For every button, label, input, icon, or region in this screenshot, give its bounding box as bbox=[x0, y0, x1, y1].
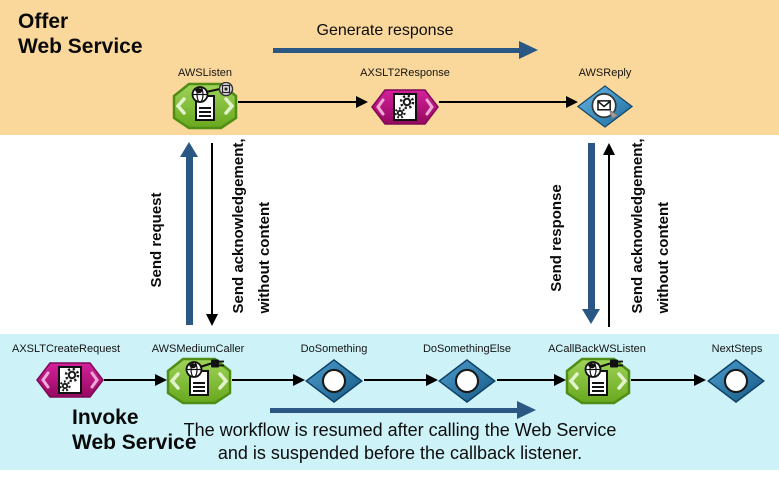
xslt-transform-icon bbox=[36, 360, 104, 400]
node-label-dosomethingelse: DoSomethingElse bbox=[422, 343, 512, 355]
connector-arrowhead bbox=[554, 374, 566, 386]
resume-flow-arrowhead bbox=[517, 401, 536, 419]
connector-line bbox=[104, 379, 155, 381]
ack-right-arrowhead bbox=[603, 143, 615, 155]
node-label-awslisten: AWSListen bbox=[177, 67, 232, 79]
node-label-awsreply: AWSReply bbox=[578, 67, 632, 79]
node-label-axsltcreaterequest: AXSLTCreateRequest bbox=[11, 343, 121, 355]
callback-listener-icon bbox=[565, 357, 631, 405]
ack-left-arrow bbox=[211, 143, 213, 315]
connector-line bbox=[364, 379, 426, 381]
step-activity-icon bbox=[437, 358, 497, 404]
send-request-label: Send request bbox=[148, 192, 165, 288]
generate-response-arrow bbox=[273, 48, 520, 53]
node-label-acallbackwslisten: ACallBackWSListen bbox=[548, 343, 646, 355]
ack-left-line2: without content bbox=[256, 201, 273, 314]
ack-left-label: Send acknowledgement, without content bbox=[226, 138, 278, 313]
send-response-arrow bbox=[588, 143, 595, 310]
connector-arrowhead bbox=[155, 374, 167, 386]
offer-title-line1: Offer bbox=[18, 10, 69, 33]
ack-right-line1: Send acknowledgement, bbox=[629, 138, 646, 314]
ack-left-line1: Send acknowledgement, bbox=[230, 138, 247, 314]
offer-lane-title: Offer Web Service bbox=[18, 9, 143, 59]
ack-right-label: Send acknowledgement, without content bbox=[625, 138, 677, 313]
connector-arrowhead bbox=[694, 374, 706, 386]
web-service-listener-icon bbox=[172, 82, 238, 130]
connector-arrowhead bbox=[293, 374, 305, 386]
ack-right-line2: without content bbox=[655, 201, 672, 314]
send-request-arrow bbox=[186, 155, 193, 325]
reply-activity-icon bbox=[576, 84, 634, 129]
connector-line bbox=[439, 101, 566, 103]
web-service-caller-icon bbox=[166, 357, 232, 405]
generate-response-label: Generate response bbox=[316, 22, 454, 39]
send-response-arrowhead bbox=[582, 309, 600, 324]
connector-arrowhead bbox=[566, 96, 578, 108]
connector-line bbox=[497, 379, 554, 381]
connector-line bbox=[238, 101, 356, 103]
connector-arrowhead bbox=[426, 374, 438, 386]
invoke-title-line2: Web Service bbox=[72, 431, 197, 454]
ack-right-arrow bbox=[608, 155, 610, 327]
offer-title-line2: Web Service bbox=[18, 35, 143, 58]
invoke-lane-background bbox=[0, 334, 779, 470]
workflow-caption: The workflow is resumed after calling th… bbox=[170, 419, 630, 465]
xslt-transform-icon bbox=[371, 87, 439, 127]
connector-line bbox=[631, 379, 694, 381]
node-label-awsmediumcaller: AWSMediumCaller bbox=[151, 343, 245, 355]
node-label-dosomething: DoSomething bbox=[300, 343, 368, 355]
caption-line1: The workflow is resumed after calling th… bbox=[183, 420, 617, 440]
node-label-axslt2response: AXSLT2Response bbox=[360, 67, 450, 79]
invoke-title-line1: Invoke bbox=[72, 406, 139, 429]
ack-left-arrowhead bbox=[206, 314, 218, 326]
node-label-nextsteps: NextSteps bbox=[711, 343, 763, 355]
connector-line bbox=[232, 379, 293, 381]
send-request-arrowhead bbox=[180, 142, 198, 157]
invoke-lane-title: Invoke Web Service bbox=[72, 405, 197, 455]
step-activity-icon bbox=[706, 358, 766, 404]
resume-flow-arrow bbox=[270, 408, 518, 413]
caption-line2: and is suspended before the callback lis… bbox=[217, 443, 583, 463]
step-activity-icon bbox=[304, 358, 364, 404]
connector-arrowhead bbox=[356, 96, 368, 108]
generate-response-arrowhead bbox=[519, 41, 538, 59]
send-response-label: Send response bbox=[548, 184, 565, 292]
